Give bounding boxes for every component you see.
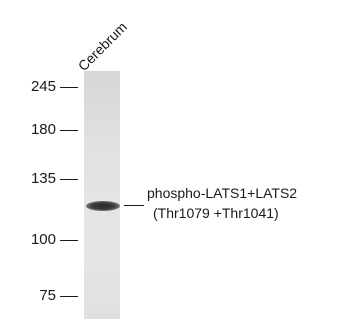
marker-tick (60, 240, 78, 241)
marker-label: 100 (30, 231, 56, 248)
marker-label: 245 (30, 78, 56, 95)
lane-label: Cerebrum (74, 18, 131, 75)
marker-label: 75 (39, 287, 56, 304)
marker-label: 180 (30, 121, 56, 138)
band-pointer-line (124, 205, 144, 206)
marker-label: 135 (30, 170, 56, 187)
marker-tick (60, 296, 78, 297)
marker-tick (60, 179, 78, 180)
marker-tick (60, 130, 78, 131)
band-label-line2: (Thr1079 +Thr1041) (153, 205, 279, 221)
protein-band (86, 201, 120, 211)
marker-tick (60, 87, 78, 88)
band-label-line1: phospho-LATS1+LATS2 (147, 185, 298, 201)
blot-lane (84, 71, 120, 319)
